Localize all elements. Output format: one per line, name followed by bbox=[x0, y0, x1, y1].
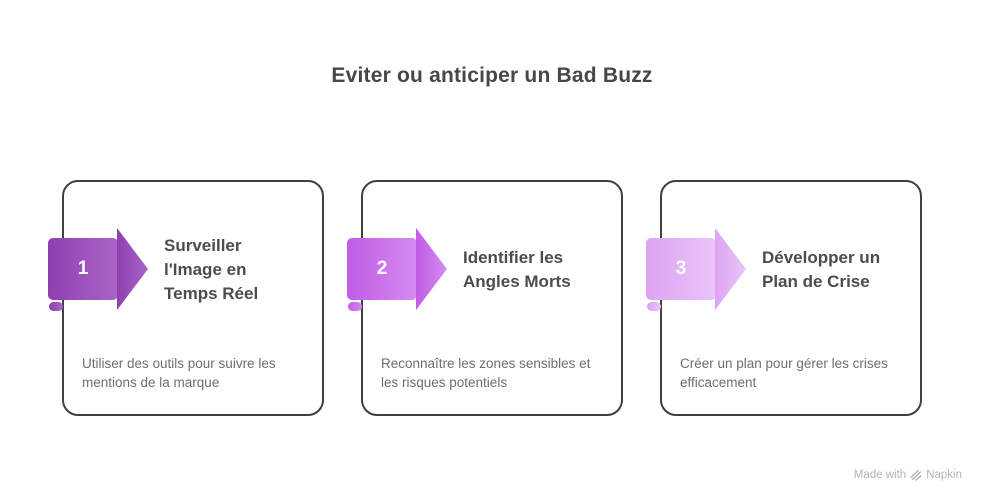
watermark: Made with Napkin bbox=[854, 469, 962, 481]
step-card-1: 1 Surveiller l'Image en Temps Réel Utili… bbox=[48, 180, 324, 416]
arrow-shape-icon bbox=[347, 228, 447, 311]
step-arrow-2: 2 bbox=[347, 228, 447, 311]
step-number: 2 bbox=[376, 258, 388, 279]
step-arrow-3: 3 bbox=[646, 228, 746, 311]
step-number: 3 bbox=[675, 258, 687, 279]
watermark-prefix: Made with bbox=[853, 469, 907, 481]
step-number: 1 bbox=[77, 258, 89, 279]
napkin-logo-icon bbox=[910, 469, 922, 481]
step-card-2: 2 Identifier les Angles Morts Reconnaîtr… bbox=[347, 180, 623, 416]
arrow-shape-icon bbox=[646, 228, 746, 311]
step-title: Surveiller l'Image en Temps Réel bbox=[164, 235, 259, 304]
step-description: Reconnaître les zones sensibles et les r… bbox=[381, 356, 591, 391]
page-title: Eviter ou anticiper un Bad Buzz bbox=[331, 64, 653, 87]
arrow-shape-icon bbox=[48, 228, 148, 311]
step-title: Développer un Plan de Crise bbox=[762, 247, 881, 291]
watermark-brand: Napkin bbox=[926, 469, 962, 481]
step-card-3: 3 Développer un Plan de Crise Créer un p… bbox=[646, 180, 922, 416]
step-arrow-1: 1 bbox=[48, 228, 148, 311]
step-description: Utiliser des outils pour suivre les ment… bbox=[82, 356, 276, 391]
step-description: Créer un plan pour gérer les crises effi… bbox=[680, 356, 888, 391]
step-title: Identifier les Angles Morts bbox=[463, 247, 571, 291]
